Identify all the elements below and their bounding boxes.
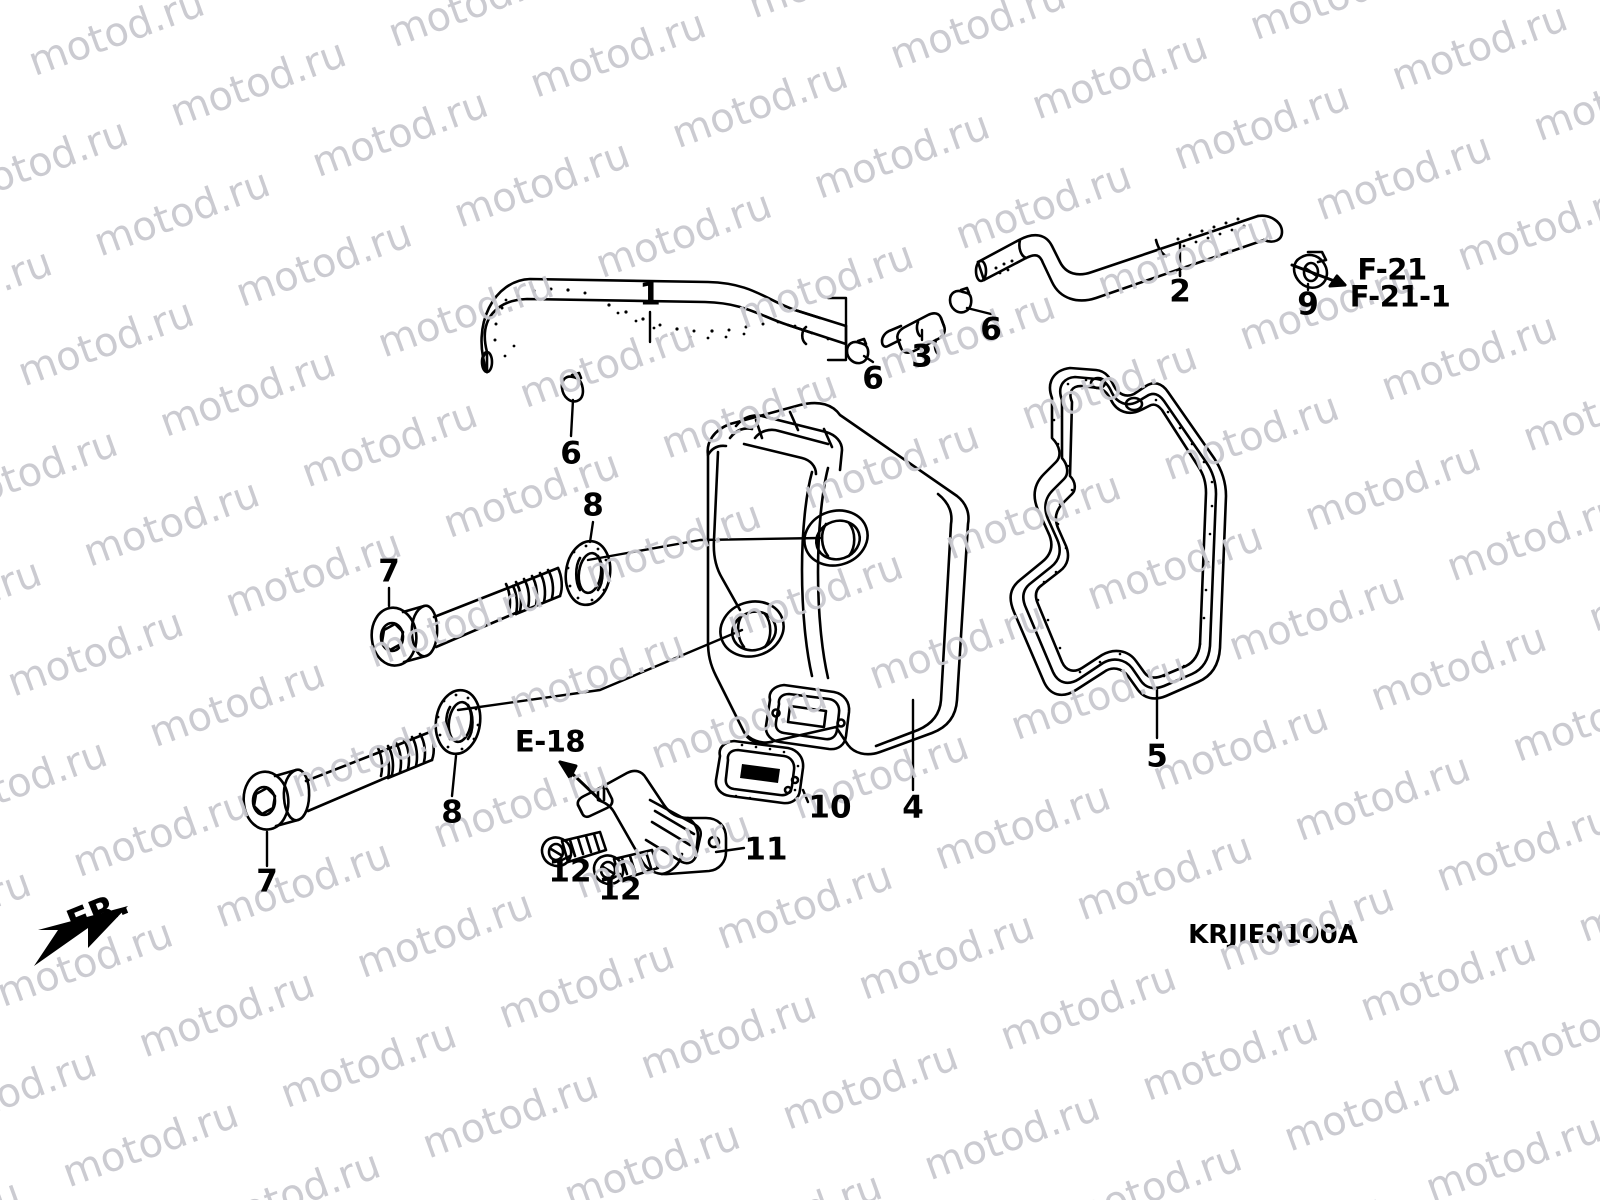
callout-number-clip-tube: 6 (862, 360, 884, 397)
leader-lines (265, 242, 1310, 882)
callout-number-tube-breather-right: 2 (1169, 273, 1191, 310)
callout-number-clamp: 9 (1297, 286, 1319, 323)
part-gasket-breather-plate (714, 739, 805, 805)
callout-number-breather-separator: 11 (744, 831, 788, 868)
cross-reference-ref-f21-1[interactable]: F-21-1 (1349, 279, 1451, 314)
callout-number-clip-tube: 6 (980, 311, 1002, 348)
part-tube-breather-left (480, 277, 848, 374)
callout-number-bolt-flange-lower: 7 (256, 863, 278, 900)
part-washer-upper (564, 539, 612, 607)
callout-number-clip-tube: 6 (560, 435, 582, 472)
part-bolt-flange-upper (370, 566, 564, 667)
part-joint-pipe (880, 312, 947, 356)
part-clip-tube-c (560, 371, 585, 403)
arrow-to-e18 (558, 760, 602, 802)
part-clip-tube-b (948, 286, 973, 314)
part-cylinder-head-cover (706, 401, 970, 756)
diagram-code-label: KRJIE0100A (1188, 920, 1358, 950)
part-clip-tube-a (845, 337, 870, 365)
callout-number-washer-sealing-upper: 8 (582, 487, 604, 524)
callout-number-gasket-breather-plate: 10 (808, 789, 852, 826)
callout-number-bolt-flange-small: 12 (548, 853, 592, 890)
part-tube-breather-right (974, 214, 1284, 302)
callout-number-cylinder-head-cover: 4 (902, 789, 924, 826)
part-gasket-head-cover (1009, 366, 1228, 700)
arrow-to-f21 (1290, 263, 1347, 288)
callout-number-gasket-head-cover: 5 (1146, 738, 1168, 775)
callout-number-bolt-flange-upper: 7 (378, 553, 400, 590)
callout-number-bolt-flange-small: 12 (598, 871, 642, 908)
cross-reference-ref-e18[interactable]: E-18 (514, 724, 586, 759)
fr-direction-arrow (34, 906, 128, 966)
callout-number-joint-pipe: 3 (911, 338, 933, 375)
part-breather-separator (576, 769, 728, 876)
cross-reference-ref-f21[interactable]: F-21 (1357, 252, 1427, 287)
part-bolt-small-a (540, 830, 608, 868)
callout-number-washer-sealing-lower: 8 (441, 794, 463, 831)
part-bolt-small-b (592, 848, 660, 886)
part-bolt-flange-lower (242, 730, 436, 831)
callout-number-tube-breather-left: 1 (639, 276, 661, 313)
